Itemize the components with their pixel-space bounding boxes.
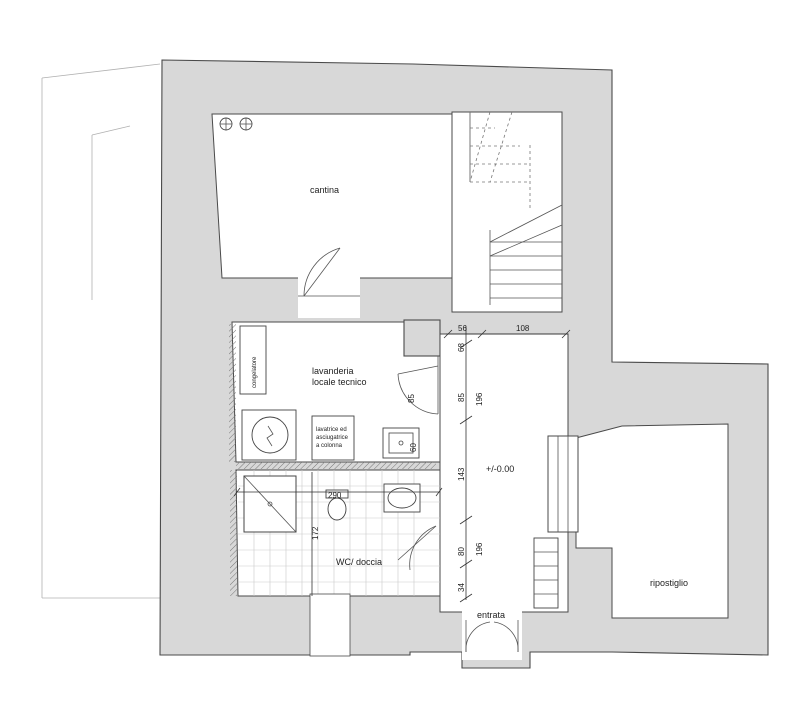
utility-sink — [382, 427, 420, 459]
dim-34: 34 — [457, 583, 466, 592]
cantina-door-opening — [298, 276, 360, 318]
congelatore-label: congelatore — [252, 356, 258, 388]
dim-80: 80 — [457, 547, 466, 556]
stair-well — [451, 111, 563, 313]
dim-143: 143 — [457, 467, 466, 481]
stairs — [469, 111, 563, 305]
washer-dryer-label-2: asciugatrice — [316, 435, 349, 441]
dim-68: 68 — [457, 343, 466, 352]
lavanderia-hatched-wall — [229, 324, 236, 462]
dim-60: 60 — [409, 443, 418, 452]
washer-dryer-label-1: lavatrice ed — [316, 427, 347, 433]
wc-hatched-wall — [230, 470, 237, 596]
dim-108: 108 — [516, 324, 530, 333]
dimension-chain-vertical — [459, 326, 473, 603]
cantina-door-swing — [303, 247, 341, 297]
lavanderia-label-2: locale tecnico — [312, 377, 367, 387]
cantina-door-leaf — [303, 247, 341, 297]
adjacent-building-outline — [41, 63, 161, 599]
dim-290: 290 — [328, 491, 342, 500]
dimension-line-290 — [233, 487, 443, 497]
cantina-vent-symbols — [219, 117, 253, 131]
lavanderia-hatched-wall-bottom — [236, 462, 436, 469]
lavanderia-door-leaf — [397, 365, 439, 375]
dim-56: 56 — [458, 324, 467, 333]
entrance-double-door — [465, 620, 519, 653]
washbasin — [383, 483, 421, 513]
lavanderia-door-swing — [397, 373, 439, 415]
dim-196-bottom: 196 — [475, 542, 484, 556]
corridor-window — [547, 435, 579, 533]
dim-85-door: 85 — [407, 394, 416, 403]
lavanderia-label-1: lavanderia — [312, 366, 354, 376]
level-label: +/-0.00 — [486, 464, 514, 474]
wc-door-swing — [409, 525, 437, 571]
dimension-chain-horizontal — [443, 329, 571, 339]
storage-shelves — [533, 537, 559, 609]
ripostiglio-label: ripostiglio — [650, 578, 688, 588]
entrata-label: entrata — [477, 610, 505, 620]
dim-196-top: 196 — [475, 392, 484, 406]
cantina-room — [211, 113, 453, 279]
wc-label: WC/ doccia — [336, 557, 382, 567]
ripostiglio-room — [575, 423, 729, 619]
window-opening-wc — [309, 593, 351, 657]
washer-dryer-label-3: a colonna — [316, 443, 343, 449]
cantina-label: cantina — [310, 185, 339, 195]
congelatore-freezer — [239, 325, 267, 395]
dim-85-stair: 85 — [457, 393, 466, 402]
entry-door-opening — [462, 610, 522, 660]
washer-dryer — [311, 415, 355, 461]
boiler — [241, 409, 297, 461]
wc-door-leaf — [397, 525, 437, 561]
dim-172: 172 — [311, 526, 320, 540]
toilet — [325, 489, 349, 521]
lavanderia-pillar — [403, 319, 441, 357]
